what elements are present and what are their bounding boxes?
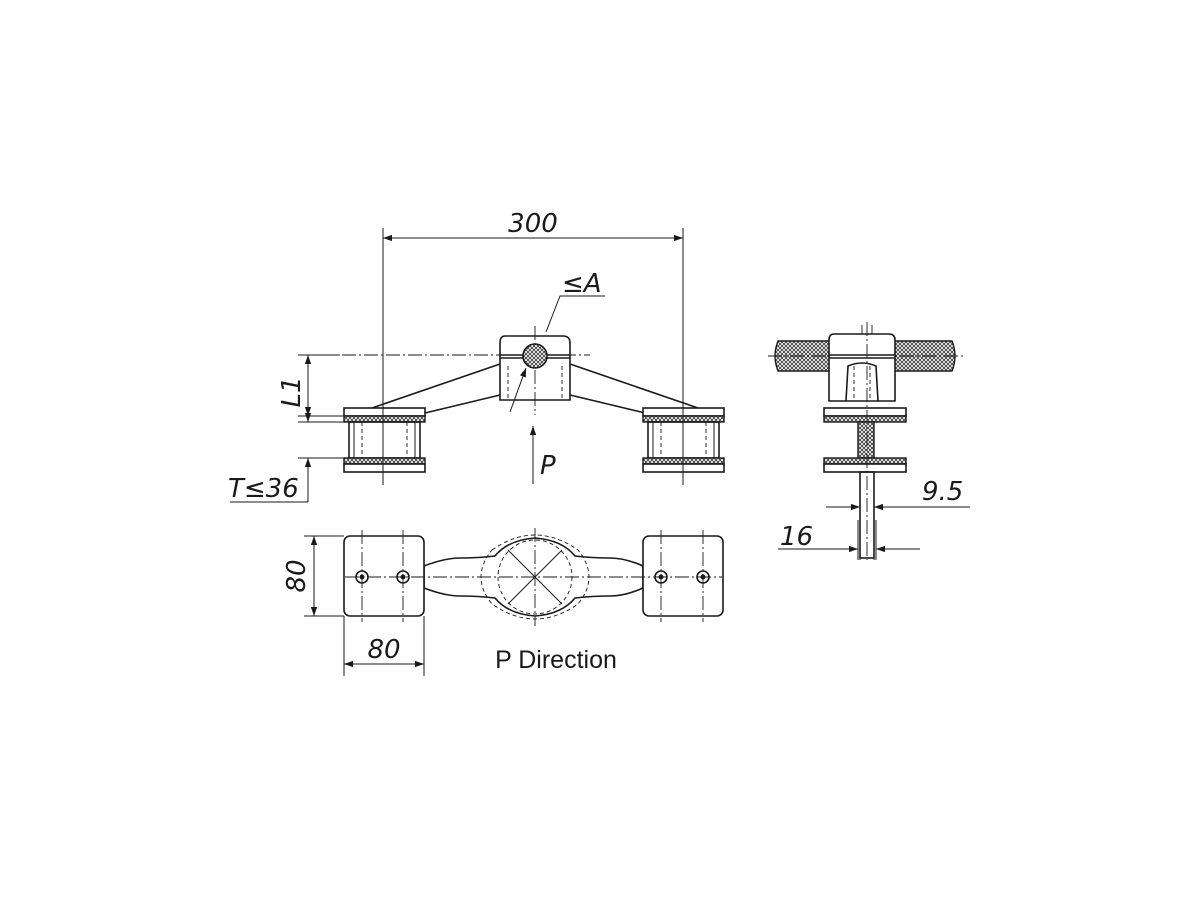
bolt-hole	[696, 570, 710, 584]
view-caption: P Direction	[495, 646, 617, 674]
arm-right-upper	[569, 363, 699, 409]
fitting-gap-label: 9.5	[922, 477, 963, 507]
arm-offset-label: L1	[277, 376, 307, 407]
side-hub	[828, 333, 896, 402]
pad-height-label: 80	[282, 559, 312, 592]
force-label: P	[540, 451, 556, 481]
glass-thickness-label: T≤36	[228, 474, 299, 504]
arm-left-upper	[371, 363, 501, 409]
hub-body	[499, 335, 571, 401]
cable-section	[522, 343, 548, 369]
arm-left-lower	[424, 394, 501, 414]
bolt-diameter-label: ≤A	[562, 269, 602, 299]
plan-view: 80 80 P Direction	[282, 528, 724, 676]
glass-section	[857, 421, 875, 459]
bolt-hole	[355, 570, 369, 584]
left-pad	[343, 535, 425, 617]
left-fitting-elevation	[343, 407, 426, 473]
side-view: 9.5 16	[768, 322, 970, 560]
pad-width-label: 80	[367, 635, 400, 665]
bolt-hole	[654, 570, 668, 584]
front-elevation: 300 ≤A L1 T≤36 P	[228, 209, 725, 504]
arm-right-lower	[569, 394, 646, 414]
fitting-width-label: 16	[780, 522, 813, 552]
bolt-hole	[396, 570, 410, 584]
span-dimension-label: 300	[508, 209, 558, 239]
